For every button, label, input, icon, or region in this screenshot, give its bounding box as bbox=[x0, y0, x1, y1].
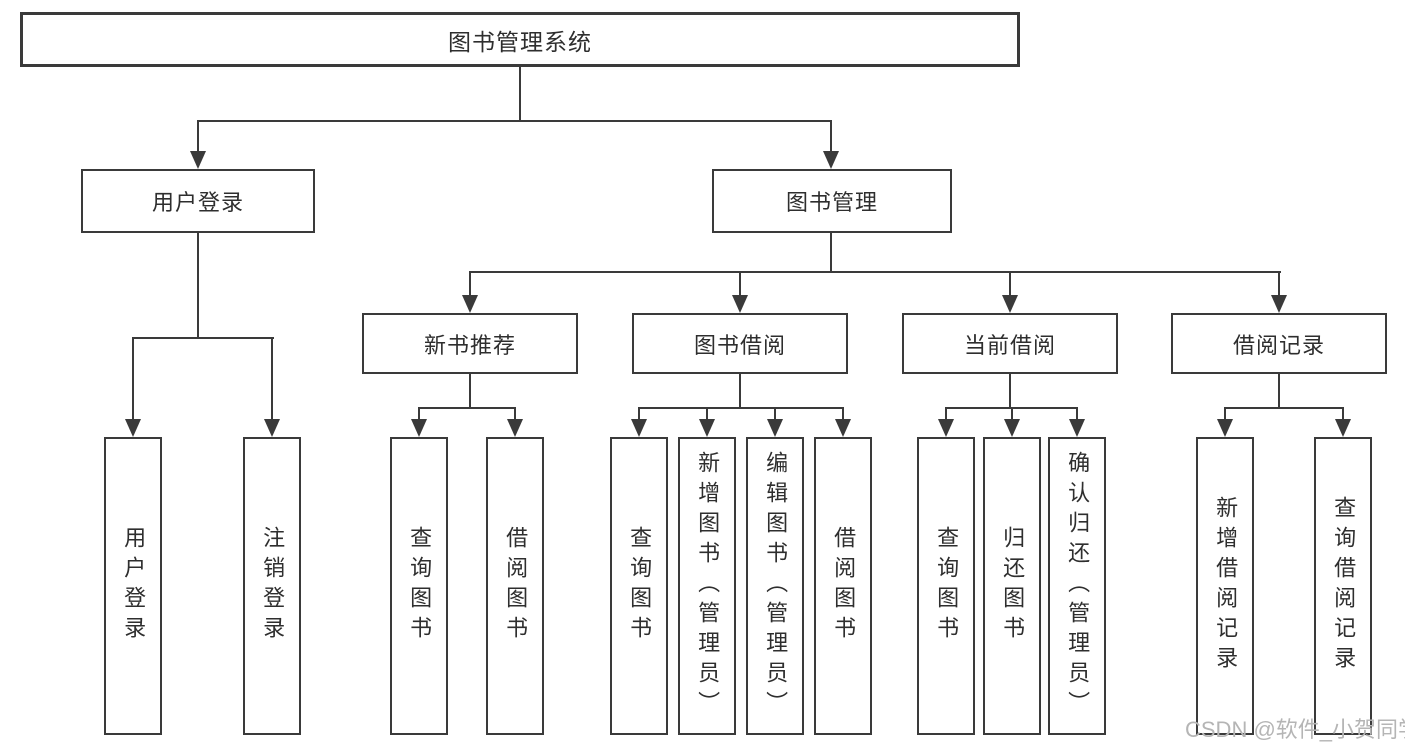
connector-line bbox=[514, 407, 516, 421]
node-current-borrow-label: 当前借阅 bbox=[963, 332, 1056, 358]
arrow-down-icon bbox=[190, 151, 206, 169]
node-borrow-records: 借阅记录 bbox=[1171, 313, 1387, 374]
arrow-down-icon bbox=[1271, 295, 1287, 313]
leaf-query-books-current-label: 查询图书 bbox=[934, 526, 960, 646]
leaf-add-books-admin: 新增图书（管理员） bbox=[678, 437, 736, 735]
arrow-down-icon bbox=[1335, 419, 1351, 437]
node-new-book-recommend-label: 新书推荐 bbox=[423, 332, 516, 358]
leaf-borrow-books-recommend-label: 借阅图书 bbox=[503, 526, 529, 646]
node-book-borrow-label: 图书借阅 bbox=[693, 332, 786, 358]
connector-line bbox=[639, 407, 844, 409]
node-book-borrow: 图书借阅 bbox=[632, 313, 848, 374]
connector-line bbox=[1011, 407, 1013, 421]
connector-line bbox=[469, 374, 471, 407]
leaf-add-borrow-record: 新增借阅记录 bbox=[1196, 437, 1254, 735]
connector-line bbox=[1009, 271, 1011, 297]
connector-line bbox=[1278, 271, 1280, 297]
connector-line bbox=[842, 407, 844, 421]
connector-line bbox=[739, 271, 741, 297]
connector-line bbox=[133, 337, 274, 339]
arrow-down-icon bbox=[411, 419, 427, 437]
connector-line bbox=[774, 407, 776, 421]
connector-line bbox=[1225, 407, 1344, 409]
connector-line bbox=[418, 407, 420, 421]
leaf-add-books-admin-label: 新增图书（管理员） bbox=[695, 451, 721, 721]
leaf-user-login: 用户登录 bbox=[104, 437, 162, 735]
connector-line bbox=[1278, 374, 1280, 407]
connector-line bbox=[830, 233, 832, 271]
leaf-confirm-return-admin-label: 确认归还（管理员） bbox=[1065, 451, 1091, 721]
node-user-login-branch-label: 用户登录 bbox=[151, 190, 244, 215]
connector-line bbox=[197, 120, 199, 153]
arrow-down-icon bbox=[264, 419, 280, 437]
arrow-down-icon bbox=[835, 419, 851, 437]
arrow-down-icon bbox=[699, 419, 715, 437]
connector-line bbox=[638, 407, 640, 421]
node-book-management-label: 图书管理 bbox=[785, 190, 878, 215]
leaf-user-login-label: 用户登录 bbox=[121, 526, 147, 646]
arrow-down-icon bbox=[732, 295, 748, 313]
arrow-down-icon bbox=[1004, 419, 1020, 437]
leaf-borrow-books-recommend: 借阅图书 bbox=[486, 437, 544, 735]
arrow-down-icon bbox=[1002, 295, 1018, 313]
connector-line bbox=[271, 337, 273, 421]
node-library-system-label: 图书管理系统 bbox=[448, 28, 592, 55]
node-new-book-recommend: 新书推荐 bbox=[362, 313, 578, 374]
connector-line bbox=[739, 374, 741, 407]
connector-line bbox=[1009, 374, 1011, 407]
connector-line bbox=[469, 271, 471, 297]
arrow-down-icon bbox=[631, 419, 647, 437]
connector-line bbox=[519, 67, 521, 120]
leaf-query-borrow-record: 查询借阅记录 bbox=[1314, 437, 1372, 735]
arrow-down-icon bbox=[1217, 419, 1233, 437]
leaf-return-books-label: 归还图书 bbox=[1000, 526, 1026, 646]
connector-line bbox=[197, 120, 832, 122]
leaf-borrow-books: 借阅图书 bbox=[814, 437, 872, 735]
leaf-query-books-borrow-label: 查询图书 bbox=[627, 526, 653, 646]
arrow-down-icon bbox=[1069, 419, 1085, 437]
arrow-down-icon bbox=[125, 419, 141, 437]
leaf-borrow-books-label: 借阅图书 bbox=[831, 526, 857, 646]
connector-line bbox=[419, 407, 516, 409]
connector-line bbox=[945, 407, 947, 421]
leaf-query-books-current: 查询图书 bbox=[917, 437, 975, 735]
leaf-add-borrow-record-label: 新增借阅记录 bbox=[1213, 496, 1239, 676]
leaf-query-borrow-record-label: 查询借阅记录 bbox=[1331, 496, 1357, 676]
leaf-edit-books-admin: 编辑图书（管理员） bbox=[746, 437, 804, 735]
arrow-down-icon bbox=[462, 295, 478, 313]
connector-line bbox=[132, 337, 134, 421]
leaf-confirm-return-admin: 确认归还（管理员） bbox=[1048, 437, 1106, 735]
leaf-query-books-recommend-label: 查询图书 bbox=[407, 526, 433, 646]
arrow-down-icon bbox=[938, 419, 954, 437]
leaf-logout: 注销登录 bbox=[243, 437, 301, 735]
connector-line bbox=[706, 407, 708, 421]
leaf-edit-books-admin-label: 编辑图书（管理员） bbox=[763, 451, 789, 721]
arrow-down-icon bbox=[823, 151, 839, 169]
node-library-system: 图书管理系统 bbox=[20, 12, 1020, 67]
leaf-logout-label: 注销登录 bbox=[260, 526, 286, 646]
connector-line bbox=[830, 120, 832, 153]
connector-line bbox=[197, 233, 199, 337]
arrow-down-icon bbox=[507, 419, 523, 437]
node-user-login-branch: 用户登录 bbox=[81, 169, 315, 233]
leaf-query-books-borrow: 查询图书 bbox=[610, 437, 668, 735]
csdn-watermark: CSDN @软件_小贺同学 bbox=[1185, 717, 1405, 742]
connector-line bbox=[1224, 407, 1226, 421]
connector-line bbox=[1342, 407, 1344, 421]
leaf-return-books: 归还图书 bbox=[983, 437, 1041, 735]
node-book-management: 图书管理 bbox=[712, 169, 952, 233]
leaf-query-books-recommend: 查询图书 bbox=[390, 437, 448, 735]
connector-line bbox=[1076, 407, 1078, 421]
node-current-borrow: 当前借阅 bbox=[902, 313, 1118, 374]
connector-line bbox=[470, 271, 1281, 273]
arrow-down-icon bbox=[767, 419, 783, 437]
node-borrow-records-label: 借阅记录 bbox=[1232, 332, 1325, 358]
